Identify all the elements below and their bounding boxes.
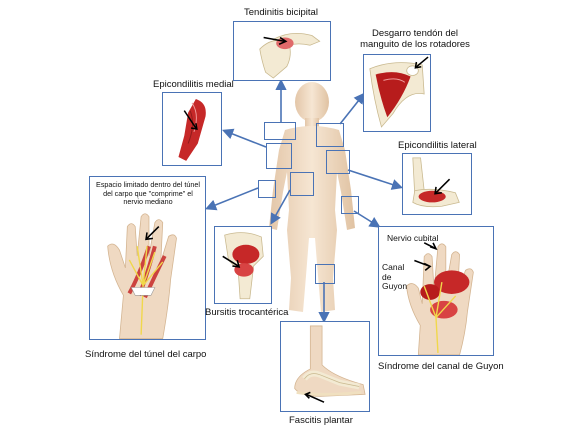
body-box-wrist-left xyxy=(258,180,276,198)
label-nervio-cubital: Nervio cubital xyxy=(387,233,439,243)
label-sindrome-tunel: Síndrome del túnel del carpo xyxy=(85,349,207,360)
label-bursitis: Bursitis trocantérica xyxy=(205,307,289,318)
note-tunel: Espacio limitado dentro del túnel del ca… xyxy=(93,180,203,207)
label-tendinitis: Tendinitis bicipital xyxy=(244,7,318,18)
panel-tunel-carpo: Espacio limitado dentro del túnel del ca… xyxy=(89,176,206,340)
body-box-hip xyxy=(290,172,314,196)
body-box-wrist-right xyxy=(341,196,359,214)
body-box-elbow-right xyxy=(326,150,350,174)
panel-fascitis xyxy=(280,321,370,412)
panel-bursitis xyxy=(214,226,272,304)
arrow-tunel xyxy=(205,187,259,211)
label-desgarro: Desgarro tendón del manguito de los rota… xyxy=(360,28,470,50)
panel-epi-lateral xyxy=(402,153,472,215)
body-box-shoulder-left xyxy=(264,122,296,140)
panel-epi-medial xyxy=(162,92,222,166)
body-box-shoulder-right xyxy=(316,123,344,147)
body-box-elbow-left xyxy=(266,143,292,169)
label-canal-guyon-tag: Canal de Guyon xyxy=(382,262,408,291)
panel-desgarro xyxy=(363,54,431,132)
label-epi-medial: Epicondilitis medial xyxy=(153,79,234,90)
label-epi-lateral: Epicondilitis lateral xyxy=(398,140,477,151)
label-sindrome-guyon: Síndrome del canal de Guyon xyxy=(378,361,504,372)
panel-guyon: Nervio cubital Canal de Guyon xyxy=(378,226,494,356)
panel-tendinitis xyxy=(233,21,331,81)
body-box-foot xyxy=(315,264,335,284)
label-fascitis: Fascitis plantar xyxy=(289,415,353,426)
